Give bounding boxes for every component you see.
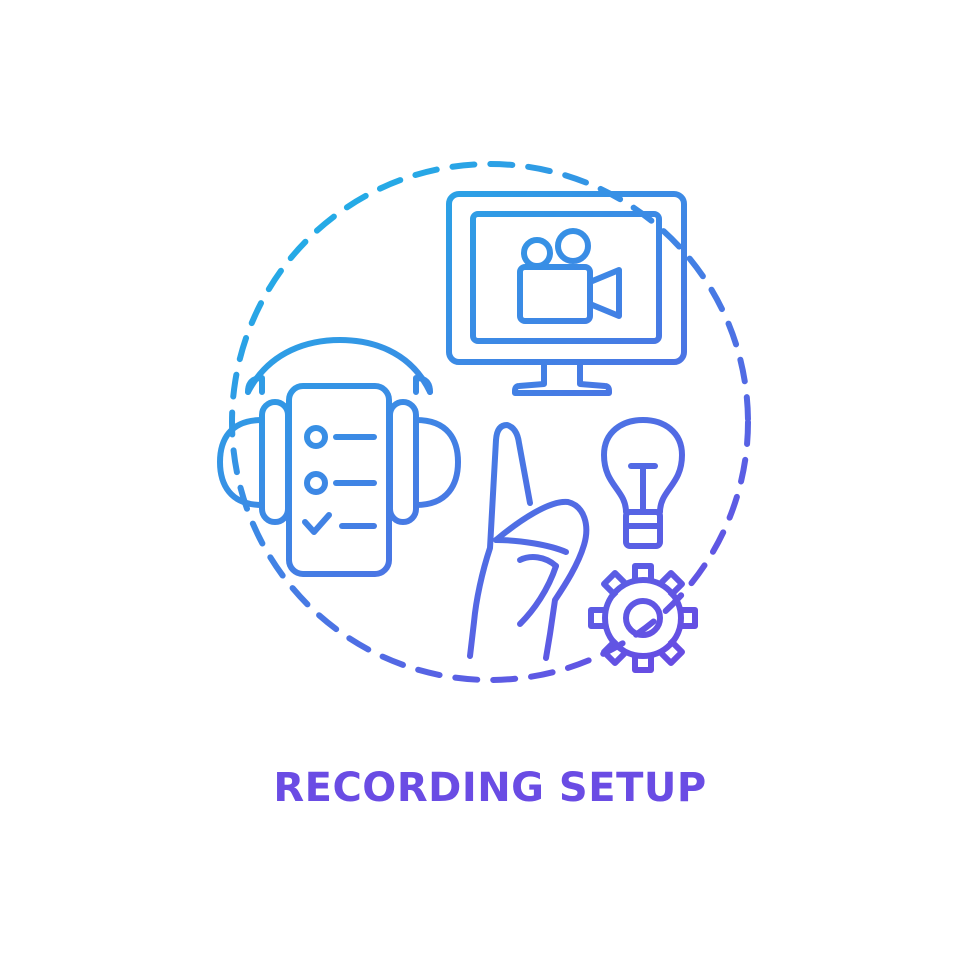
- light-bulb-icon: [601, 417, 685, 549]
- raised-finger-hand-icon: [467, 422, 590, 661]
- video-camera-icon: [517, 228, 622, 324]
- dashed-ring: [229, 161, 751, 683]
- gear-icon: [588, 563, 698, 673]
- caption-title: RECORDING SETUP: [273, 765, 707, 811]
- smartphone-checklist-icon: [286, 383, 392, 577]
- headphones-icon: [217, 337, 461, 525]
- monitor-icon: [446, 191, 687, 396]
